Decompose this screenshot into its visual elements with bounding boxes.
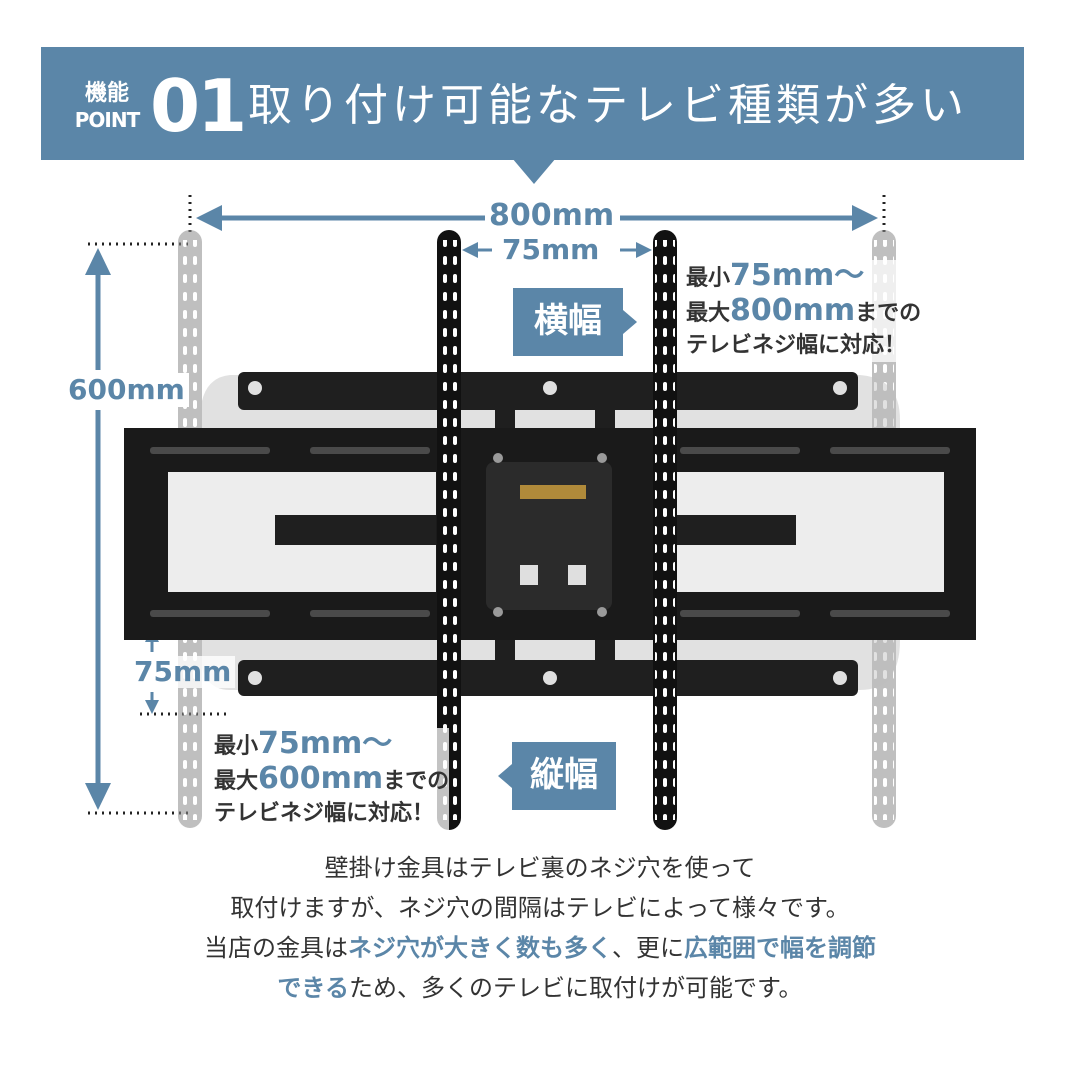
vertical-height-tag: 縦幅	[512, 742, 616, 810]
description-line4-b: ため、多くのテレビに取付けが可能です。	[348, 974, 803, 1002]
horizontal-min-prefix: 最小	[686, 266, 731, 291]
vertical-max-prefix: 最大	[214, 769, 259, 794]
horizontal-max-suffix: までの	[855, 301, 922, 326]
height-arrow	[85, 248, 111, 810]
max-height-label: 600mm	[64, 373, 189, 407]
min-height-label: 75mm	[130, 656, 236, 688]
min-width-label: 75mm	[498, 234, 604, 266]
tv-bracket-frame	[124, 428, 976, 640]
description-line1: 壁掛け金具はテレビ裏のネジ穴を使って	[324, 854, 756, 882]
inner-rail-left	[437, 230, 461, 830]
horizontal-min-value: 75mm〜	[730, 258, 865, 293]
description-line3-c: 、更に	[612, 934, 684, 962]
horizontal-note-line3: テレビネジ幅に対応！	[686, 333, 907, 358]
horizontal-width-tag: 横幅	[513, 288, 623, 356]
description-line4: できるため、多くのテレビに取付けが可能です。	[40, 968, 1040, 1008]
vertical-range-note: 最小75mm〜 最大600mmまでの テレビネジ幅に対応！	[214, 726, 450, 830]
title-banner	[41, 47, 1024, 160]
point-label: POINT	[74, 108, 140, 132]
description-highlight-holes: ネジ穴が大きく数も多く	[348, 934, 612, 962]
horizontal-tag-pointer	[623, 310, 637, 334]
vertical-max-value: 600mm	[258, 761, 384, 796]
vertical-min-value: 75mm〜	[258, 726, 393, 761]
horizontal-max-value: 800mm	[730, 293, 856, 328]
page-title: 取り付け可能なテレビ種類が多い	[248, 80, 968, 131]
description: 壁掛け金具はテレビ裏のネジ穴を使って 取付けますが、ネジ穴の間隔はテレビによって…	[40, 848, 1040, 1008]
horizontal-max-prefix: 最大	[686, 301, 731, 326]
min-width-arrow	[462, 242, 652, 258]
vertical-min-prefix: 最小	[214, 734, 259, 759]
horizontal-range-note: 最小75mm〜 最大800mmまでの テレビネジ幅に対応！	[686, 258, 922, 362]
point-number: 01	[150, 64, 247, 148]
description-highlight-range: 広範囲で幅を調節	[684, 934, 876, 962]
description-highlight-adjust: できる	[277, 974, 349, 1002]
vertical-tag-pointer	[498, 764, 512, 788]
width-arrow	[196, 205, 878, 231]
inner-rail-right	[653, 230, 677, 830]
banner-pointer	[512, 158, 556, 184]
vertical-note-line3: テレビネジ幅に対応！	[214, 801, 435, 826]
feature-label: 機能	[84, 81, 129, 106]
vertical-max-suffix: までの	[383, 769, 450, 794]
description-line3-a: 当店の金具は	[204, 934, 348, 962]
max-width-label: 800mm	[485, 198, 619, 234]
description-line2: 取付けますが、ネジ穴の間隔はテレビによって様々です。	[230, 894, 850, 922]
description-line3: 当店の金具はネジ穴が大きく数も多く、更に広範囲で幅を調節	[40, 928, 1040, 968]
